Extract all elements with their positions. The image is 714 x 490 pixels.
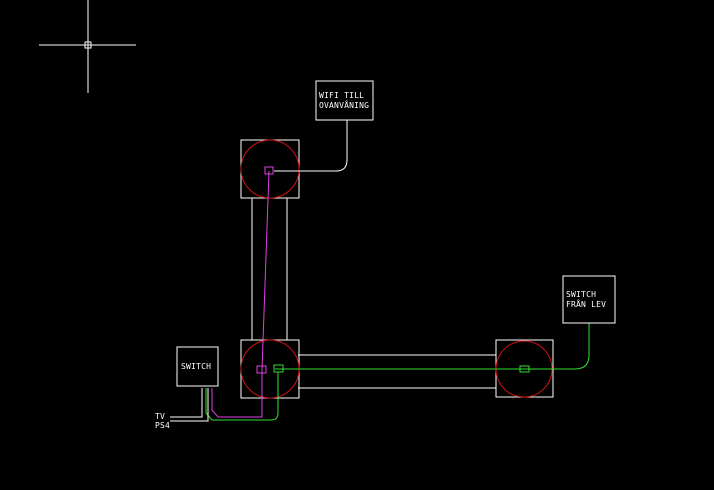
tv-label: TV bbox=[155, 412, 165, 421]
wifi-label-box: WIFI TILL OVANVÅNING bbox=[315, 80, 374, 121]
green-cable bbox=[205, 323, 590, 421]
conduit-vertical bbox=[251, 198, 288, 340]
conduit-horizontal bbox=[298, 354, 496, 389]
switch-lev-label-line2: FRÅN LEV bbox=[566, 298, 606, 309]
switch-box-label: SWITCH bbox=[181, 362, 211, 371]
switch-lev-label-line1: SWITCH bbox=[566, 290, 596, 299]
wifi-label-line2: OVANVÅNING bbox=[319, 99, 369, 110]
magenta-cable bbox=[211, 166, 274, 418]
switch-box: SWITCH bbox=[176, 346, 219, 387]
wifi-label-line1: WIFI TILL bbox=[319, 91, 364, 100]
tv-ps4-leaders bbox=[170, 388, 209, 422]
junction-box-top bbox=[240, 139, 300, 199]
ps4-label: PS4 bbox=[155, 421, 170, 430]
switch-lev-label-box: SWITCH FRÅN LEV bbox=[562, 275, 616, 324]
wifi-leader-line bbox=[274, 120, 348, 172]
crosshair-cursor-icon bbox=[39, 0, 136, 93]
